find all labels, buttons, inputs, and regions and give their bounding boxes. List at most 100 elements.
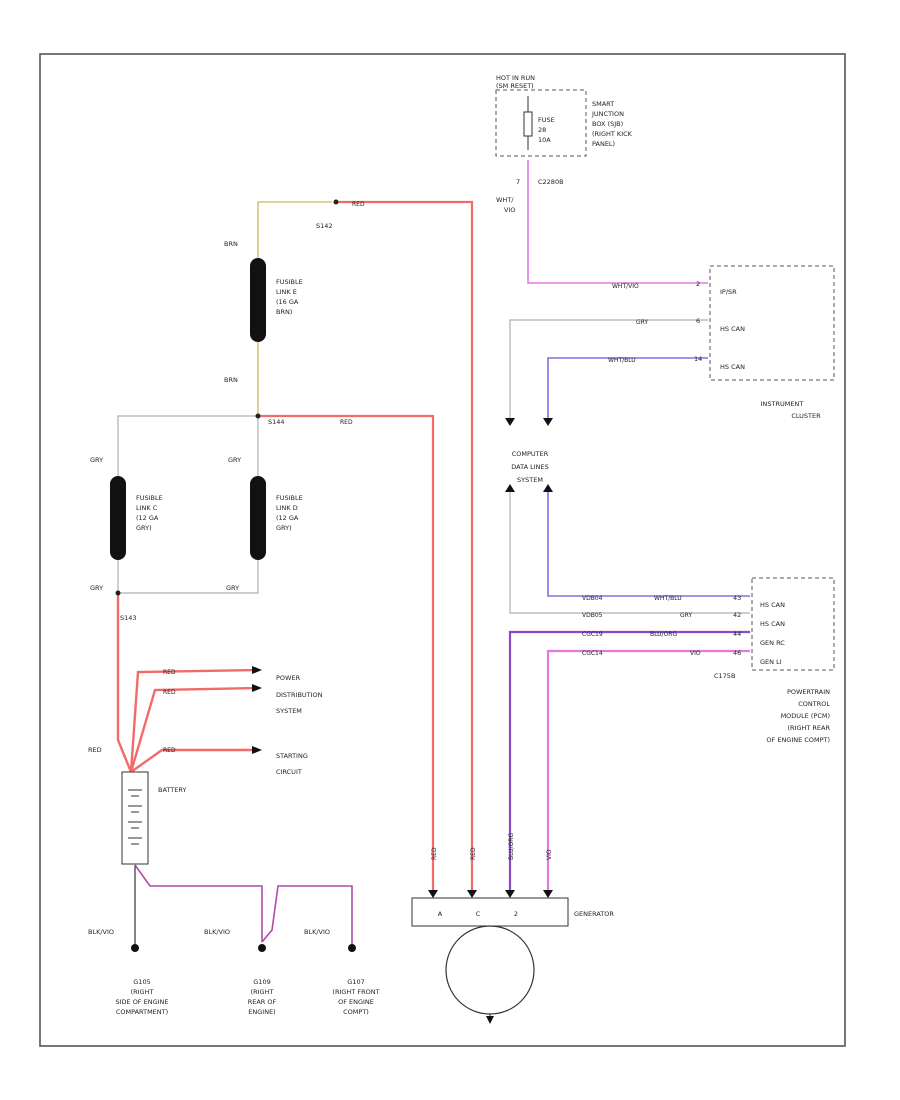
ground-g109 (258, 944, 266, 952)
wire-blu-pcm (547, 492, 750, 597)
pcm-circuit-2: VDB05 (582, 612, 603, 619)
arrow-starting (252, 746, 262, 754)
wht-vio-label-2: VIO (504, 206, 515, 214)
svg-text:G109: G109 (253, 978, 270, 986)
blk-vio-label-g105: BLK/VIO (88, 928, 114, 936)
s143-label: S143 (120, 614, 137, 622)
wire-wht-vio-ic (527, 160, 708, 284)
starting-circuit-label-1: STARTING (276, 752, 308, 760)
sjb-box (495, 89, 587, 157)
svg-text:COMPT): COMPT) (343, 1008, 369, 1016)
c2280b-label: C2280B (538, 178, 564, 186)
wire-red-s144-generator (258, 414, 435, 895)
blk-vio-label-g109: BLK/VIO (204, 928, 230, 936)
wht-vio-label-1: WHT/ (496, 196, 514, 204)
fusible-link-d-label-2: LINK D (276, 504, 298, 512)
wire-brn (257, 201, 332, 416)
svg-text:OF ENGINE: OF ENGINE (338, 998, 374, 1006)
red-label-s144: RED (340, 419, 353, 426)
fusible-link-d-label-3: (12 GA (276, 514, 299, 522)
svg-text:G105: G105 (133, 978, 150, 986)
fusible-link-e-label-3: (16 GA (276, 298, 299, 306)
fuse-symbol (523, 111, 533, 137)
fusible-link-c-label-3: (12 GA (136, 514, 159, 522)
svg-text:G107: G107 (347, 978, 364, 986)
pcm-pin-num-1: 43 (733, 594, 741, 602)
svg-text:MODULE (PCM): MODULE (PCM) (781, 712, 830, 720)
fusible-link-c-label-4: GRY) (136, 524, 152, 532)
svg-text:CONTROL: CONTROL (798, 700, 830, 708)
brn-label-bottom: BRN (224, 376, 238, 384)
data-lines-arrow-1 (505, 418, 515, 426)
red-label-starting: RED (163, 747, 176, 754)
svg-text:ENGINE): ENGINE) (248, 1008, 275, 1016)
svg-text:(RIGHT: (RIGHT (131, 988, 154, 996)
gen-arrow-3 (505, 890, 515, 898)
wire-gry-ic (509, 319, 708, 418)
generator-symbol (445, 925, 535, 1015)
wire-gry-d-bottom (118, 560, 259, 594)
fusible-link-e-label-2: LINK E (276, 288, 297, 296)
pcm-pin-num-3: 44 (733, 630, 741, 638)
wire-vio-gen (546, 649, 750, 895)
generator-connector (411, 897, 569, 927)
s142-label: S142 (316, 222, 333, 230)
blk-vio-label-g107: BLK/VIO (304, 928, 330, 936)
svg-text:POWERTRAIN: POWERTRAIN (787, 688, 830, 696)
splice-s142 (333, 199, 339, 205)
generator-ground-icon (486, 1016, 494, 1024)
ic-wire-wht-blu: WHT/BLU (608, 357, 636, 364)
starting-circuit-label-2: CIRCUIT (276, 768, 302, 776)
battery-label: BATTERY (158, 786, 186, 794)
ic-wire-gry: GRY (636, 319, 648, 326)
data-lines-label-1: COMPUTER (512, 450, 549, 458)
ground-g105 (131, 944, 139, 952)
ic-label-1: INSTRUMENT (761, 400, 804, 408)
ic-pin-2: HS CAN (720, 325, 745, 333)
ic-pin-num-1: 2 (696, 280, 700, 288)
pcm-label: POWERTRAIN CONTROL MODULE (PCM) (RIGHT R… (766, 688, 830, 744)
fusible-link-c-label-1: FUSIBLE (136, 494, 163, 502)
battery-cells (128, 789, 142, 845)
pcm-pin-3: GEN RC (760, 639, 785, 647)
pcm-pin-num-2: 42 (733, 611, 741, 619)
wire-ground-g109 (261, 885, 353, 945)
sjb-label-2: JUNCTION (591, 110, 624, 118)
wire-blu-org-gen (508, 630, 750, 895)
pcm-wire-3: BLU/ORG (650, 631, 677, 638)
ground-g107-label: G107 (RIGHT FRONT OF ENGINE COMPT) (332, 978, 379, 1016)
fusible-link-c (110, 476, 126, 560)
hot-in-run-label: HOT IN RUN (496, 74, 535, 82)
gen-arrow-4 (543, 890, 553, 898)
pcm-pin-num-4: 46 (733, 649, 741, 657)
pcm-wire-1: WHT/BLU (654, 595, 682, 602)
svg-text:RED: RED (470, 847, 477, 860)
ic-pin-1: IP/SR (720, 288, 737, 296)
fusible-link-e (250, 258, 266, 342)
fusible-link-d-label-1: FUSIBLE (276, 494, 303, 502)
gry-label-c: GRY (90, 456, 103, 464)
data-lines-arrow-2 (543, 418, 553, 426)
pcm-circuit-1: VDB04 (582, 595, 603, 602)
wire-red-s142-generator (336, 200, 474, 895)
wire-gry-top (117, 415, 258, 476)
wire-red-battery (116, 593, 133, 773)
sjb-label-4: (RIGHT KICK (592, 130, 633, 138)
gen-terminal-2: 2 (514, 910, 518, 918)
sjb-label-5: PANEL) (592, 140, 615, 148)
fusible-link-d (250, 476, 266, 560)
svg-text:SIDE OF ENGINE: SIDE OF ENGINE (115, 998, 168, 1006)
ic-pin-num-3: 14 (694, 355, 702, 363)
data-lines-arrow-3 (505, 484, 515, 492)
splice-s143 (115, 590, 121, 596)
pcm-wire-4: VIO (690, 650, 701, 657)
fusible-link-e-label-4: BRN) (276, 308, 292, 316)
fusible-link-c-label-2: LINK C (136, 504, 158, 512)
gry-label-d: GRY (228, 456, 241, 464)
svg-text:COMPARTMENT): COMPARTMENT) (116, 1008, 168, 1016)
gen-terminal-c: C (476, 910, 481, 918)
brn-label-top: BRN (224, 240, 238, 248)
svg-text:(RIGHT: (RIGHT (251, 988, 274, 996)
ground-g107 (348, 944, 356, 952)
